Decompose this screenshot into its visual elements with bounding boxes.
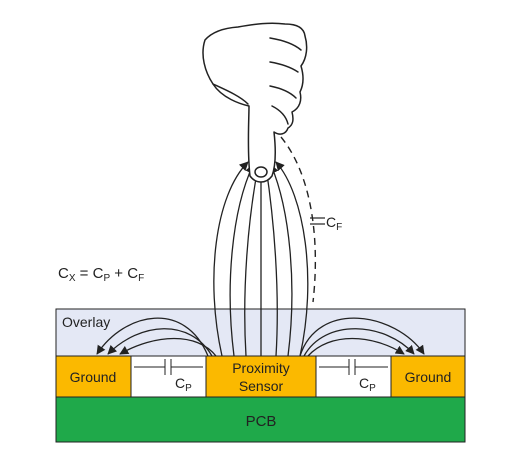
field-lines-to-left-ground (96, 317, 217, 357)
ground-left-label: Ground (70, 369, 117, 385)
field-lines-to-finger (213, 161, 309, 357)
finger-capacitance-dashed-line (280, 136, 317, 303)
ground-electrode-left (55, 355, 132, 398)
gap-right (315, 355, 392, 398)
cp-right-label: CP (359, 375, 376, 394)
cp-capacitor-left-symbol (134, 359, 203, 375)
cp-capacitor-right-symbol (319, 359, 388, 375)
sensor-label-line1: Proximity (232, 360, 290, 376)
overlay-label: Overlay (62, 314, 110, 330)
cf-capacitor-symbol (310, 217, 325, 225)
hand-pointing-icon (202, 22, 308, 183)
ground-electrode-right (390, 355, 466, 398)
pcb-layer (55, 396, 466, 443)
field-lines-to-right-ground (299, 317, 425, 357)
sensor-label-line2: Sensor (239, 378, 284, 394)
fingernail-icon (254, 166, 268, 178)
cp-left-label: CP (175, 375, 192, 394)
capacitance-equation: CX = CP + CF (58, 265, 144, 284)
cf-label: CF (326, 214, 342, 233)
gap-left (130, 355, 207, 398)
pcb-label: PCB (246, 413, 277, 430)
ground-right-label: Ground (405, 369, 452, 385)
